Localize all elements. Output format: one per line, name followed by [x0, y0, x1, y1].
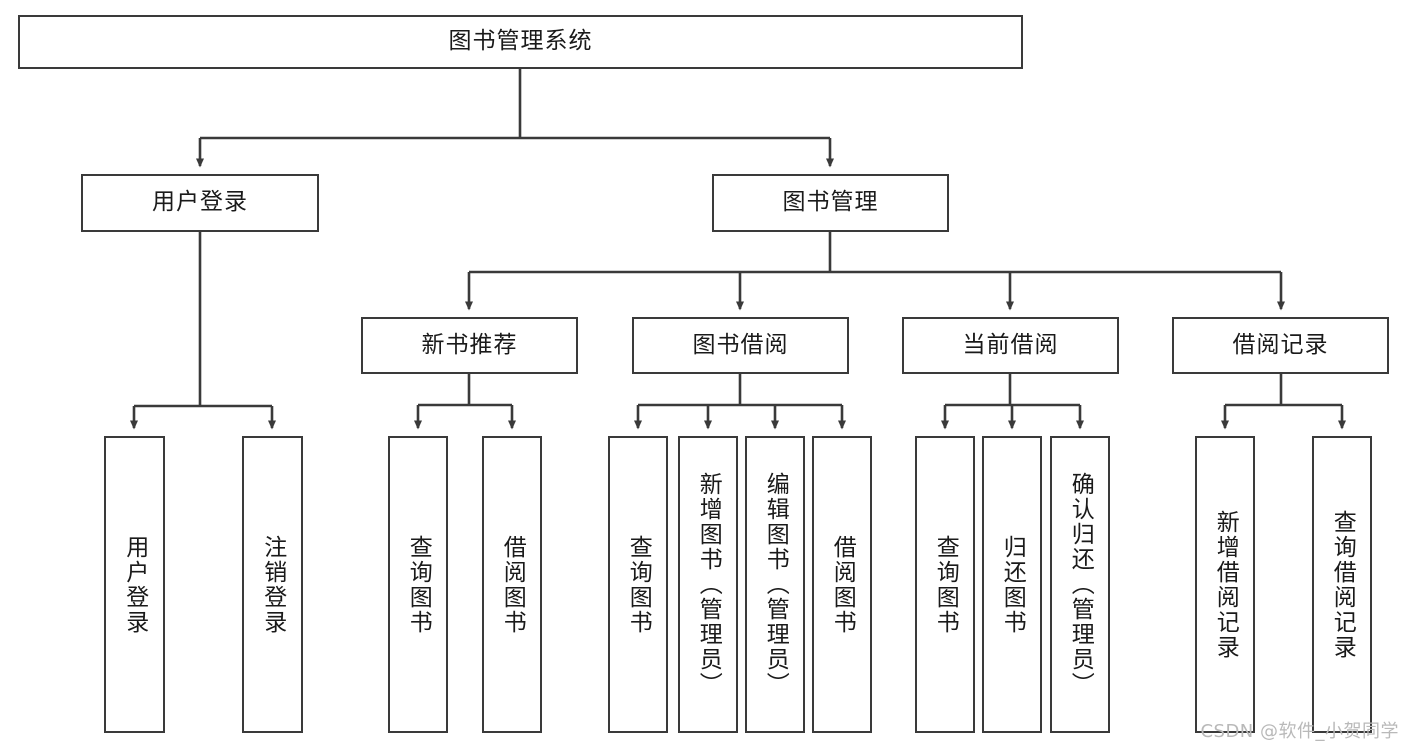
node-leaf-add-book[interactable]: 新增图书（管理员）	[678, 436, 738, 733]
csdn-watermark: CSDN @软件_小贺同学	[1200, 721, 1399, 742]
node-leaf-edit-book[interactable]: 编辑图书（管理员）	[745, 436, 805, 733]
node-leaf-query-book-3[interactable]: 查询图书	[915, 436, 975, 733]
node-leaf-borrow-book-1-label: 借阅图书	[499, 534, 526, 635]
node-current-borrow-label: 当前借阅	[962, 331, 1059, 358]
node-leaf-query-book-1-label: 查询图书	[405, 534, 432, 635]
node-leaf-add-book-label: 新增图书（管理员）	[695, 472, 722, 697]
node-leaf-query-book-3-label: 查询图书	[932, 534, 959, 635]
node-borrow-record[interactable]: 借阅记录	[1172, 317, 1389, 374]
node-leaf-add-borrow-record-label: 新增借阅记录	[1212, 509, 1239, 660]
node-leaf-logout-label: 注销登录	[259, 534, 286, 635]
node-book-management-label: 图书管理	[782, 189, 879, 216]
node-leaf-user-login-label: 用户登录	[121, 534, 148, 635]
node-user-login[interactable]: 用户登录	[81, 174, 319, 232]
node-leaf-query-borrow-record-label: 查询借阅记录	[1329, 509, 1356, 660]
node-leaf-add-borrow-record[interactable]: 新增借阅记录	[1195, 436, 1255, 733]
node-leaf-query-borrow-record[interactable]: 查询借阅记录	[1312, 436, 1372, 733]
node-leaf-logout[interactable]: 注销登录	[242, 436, 303, 733]
node-current-borrow[interactable]: 当前借阅	[902, 317, 1119, 374]
node-borrow-record-label: 借阅记录	[1232, 331, 1329, 358]
node-book-borrow-label: 图书借阅	[692, 331, 789, 358]
node-leaf-borrow-book-2-label: 借阅图书	[829, 534, 856, 635]
node-root-label: 图书管理系统	[448, 28, 593, 55]
node-leaf-query-book-2-label: 查询图书	[625, 534, 652, 635]
node-leaf-confirm-return-label: 确认归还（管理员）	[1067, 472, 1094, 697]
node-leaf-user-login[interactable]: 用户登录	[104, 436, 165, 733]
node-new-book-recommendation[interactable]: 新书推荐	[361, 317, 578, 374]
node-leaf-query-book-2[interactable]: 查询图书	[608, 436, 668, 733]
node-leaf-confirm-return[interactable]: 确认归还（管理员）	[1050, 436, 1110, 733]
node-book-management[interactable]: 图书管理	[712, 174, 949, 232]
node-new-book-recommendation-label: 新书推荐	[421, 331, 518, 358]
node-leaf-borrow-book-1[interactable]: 借阅图书	[482, 436, 542, 733]
node-leaf-query-book-1[interactable]: 查询图书	[388, 436, 448, 733]
node-leaf-borrow-book-2[interactable]: 借阅图书	[812, 436, 872, 733]
node-leaf-return-book-label: 归还图书	[999, 534, 1026, 635]
node-leaf-edit-book-label: 编辑图书（管理员）	[762, 472, 789, 697]
node-leaf-return-book[interactable]: 归还图书	[982, 436, 1042, 733]
node-book-borrow[interactable]: 图书借阅	[632, 317, 849, 374]
node-user-login-label: 用户登录	[152, 189, 248, 216]
node-root[interactable]: 图书管理系统	[18, 15, 1023, 69]
